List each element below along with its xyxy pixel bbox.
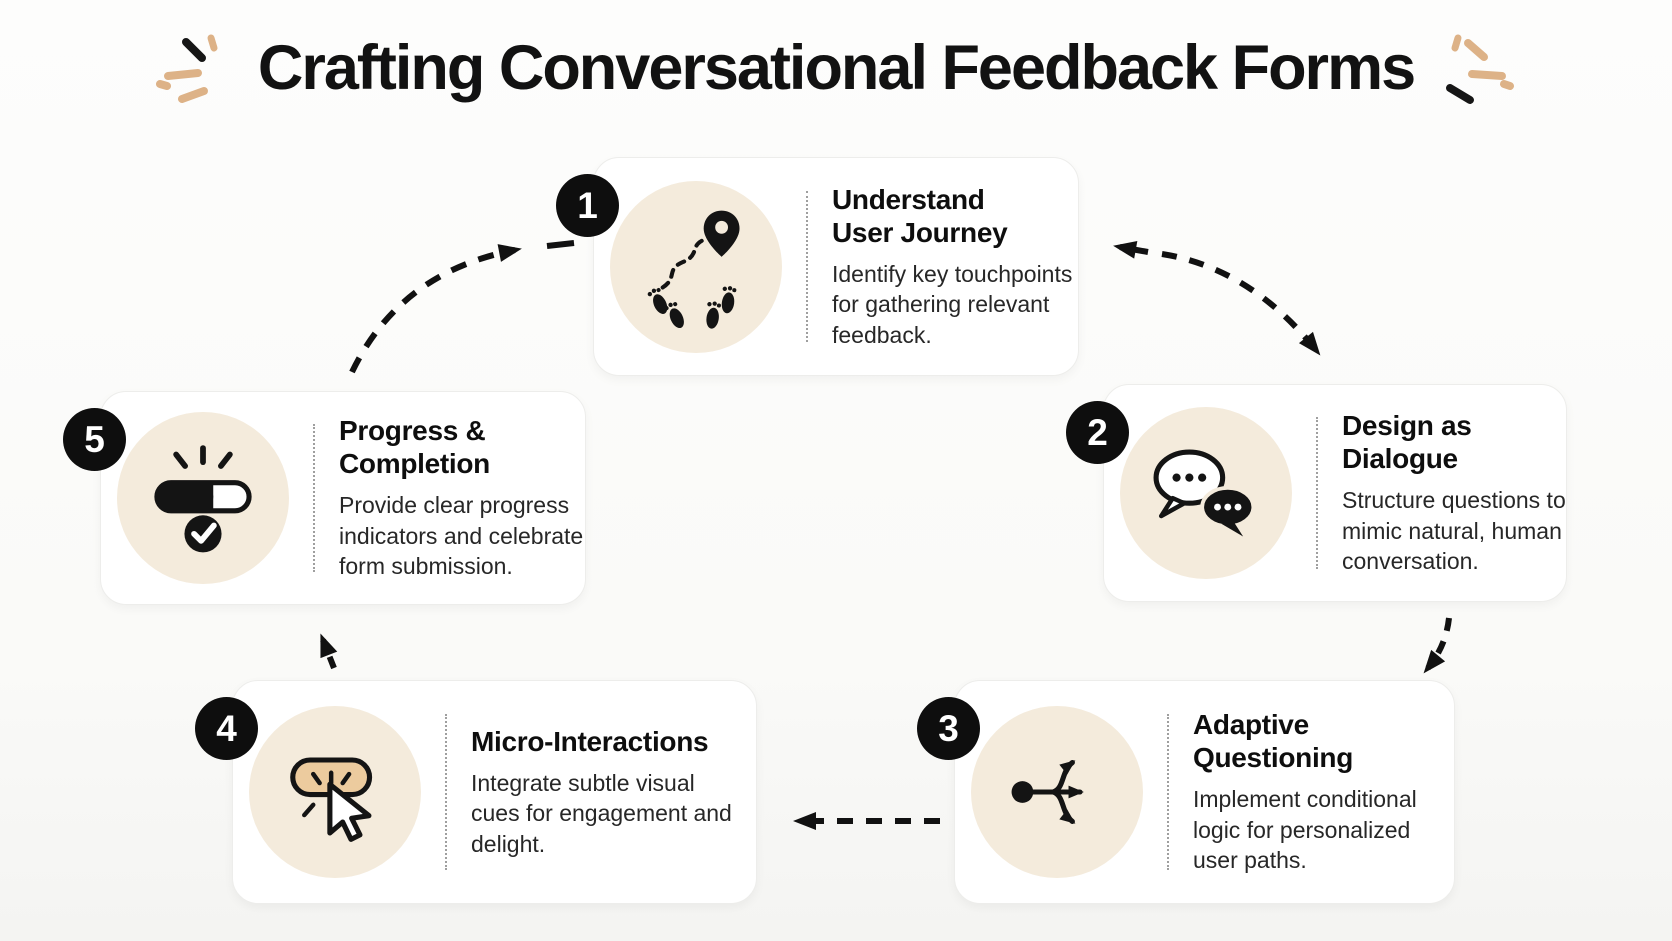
step-description: Identify key touchpoints for gathering r… bbox=[832, 260, 1073, 348]
step-number-badge: 3 bbox=[917, 697, 980, 760]
step-description: Structure questions to mimic natural, hu… bbox=[1342, 487, 1566, 575]
chat-bubbles-icon bbox=[1120, 407, 1292, 579]
divider bbox=[1167, 714, 1169, 870]
page-title: Crafting Conversational Feedback Forms bbox=[257, 33, 1416, 103]
divider bbox=[806, 190, 808, 343]
title-row: Crafting Conversational Feedback Forms bbox=[0, 26, 1672, 110]
sparkle-left-icon bbox=[155, 34, 218, 103]
arrow-2-to-1-head bbox=[1113, 240, 1149, 259]
step-card-understand-user-journey: 1 bbox=[556, 157, 1079, 376]
arrow-5-to-1-dash bbox=[546, 240, 575, 249]
step-title: Progress &Completion bbox=[339, 415, 490, 480]
step-number-badge: 1 bbox=[556, 174, 619, 237]
step-number: 2 bbox=[1087, 411, 1108, 453]
step-card-micro-interactions: 4 Micro-Interactions Integrate subtle vi… bbox=[195, 680, 757, 904]
step-title: Micro-Interactions bbox=[471, 725, 709, 757]
arrow-5-to-1 bbox=[349, 244, 522, 374]
step-number: 3 bbox=[938, 707, 959, 749]
step-description: Provide clear progress indicators and ce… bbox=[339, 492, 584, 580]
divider bbox=[445, 714, 447, 870]
divider bbox=[1316, 417, 1318, 569]
step-number: 4 bbox=[216, 707, 237, 749]
step-description: Implement conditional logic for personal… bbox=[1193, 786, 1417, 874]
divider bbox=[313, 423, 315, 573]
arrow-2-to-3 bbox=[1423, 617, 1452, 674]
step-number-badge: 5 bbox=[63, 408, 126, 471]
branching-paths-icon bbox=[971, 706, 1143, 878]
arrow-1-to-2 bbox=[1161, 251, 1321, 356]
journey-footprints-icon bbox=[610, 180, 782, 353]
step-description: Integrate subtle visual cues for engagem… bbox=[471, 769, 732, 857]
step-number-badge: 4 bbox=[195, 697, 258, 760]
step-card-progress-completion: 5 Progress &Completion Provide clear pro… bbox=[63, 391, 586, 605]
cursor-click-icon bbox=[249, 706, 421, 878]
sparkle-right-icon bbox=[1446, 34, 1515, 104]
progress-check-icon bbox=[117, 412, 289, 584]
step-number: 1 bbox=[577, 184, 598, 226]
arrow-4-to-5 bbox=[320, 633, 338, 670]
step-number: 5 bbox=[84, 418, 105, 460]
step-number-badge: 2 bbox=[1066, 401, 1129, 464]
